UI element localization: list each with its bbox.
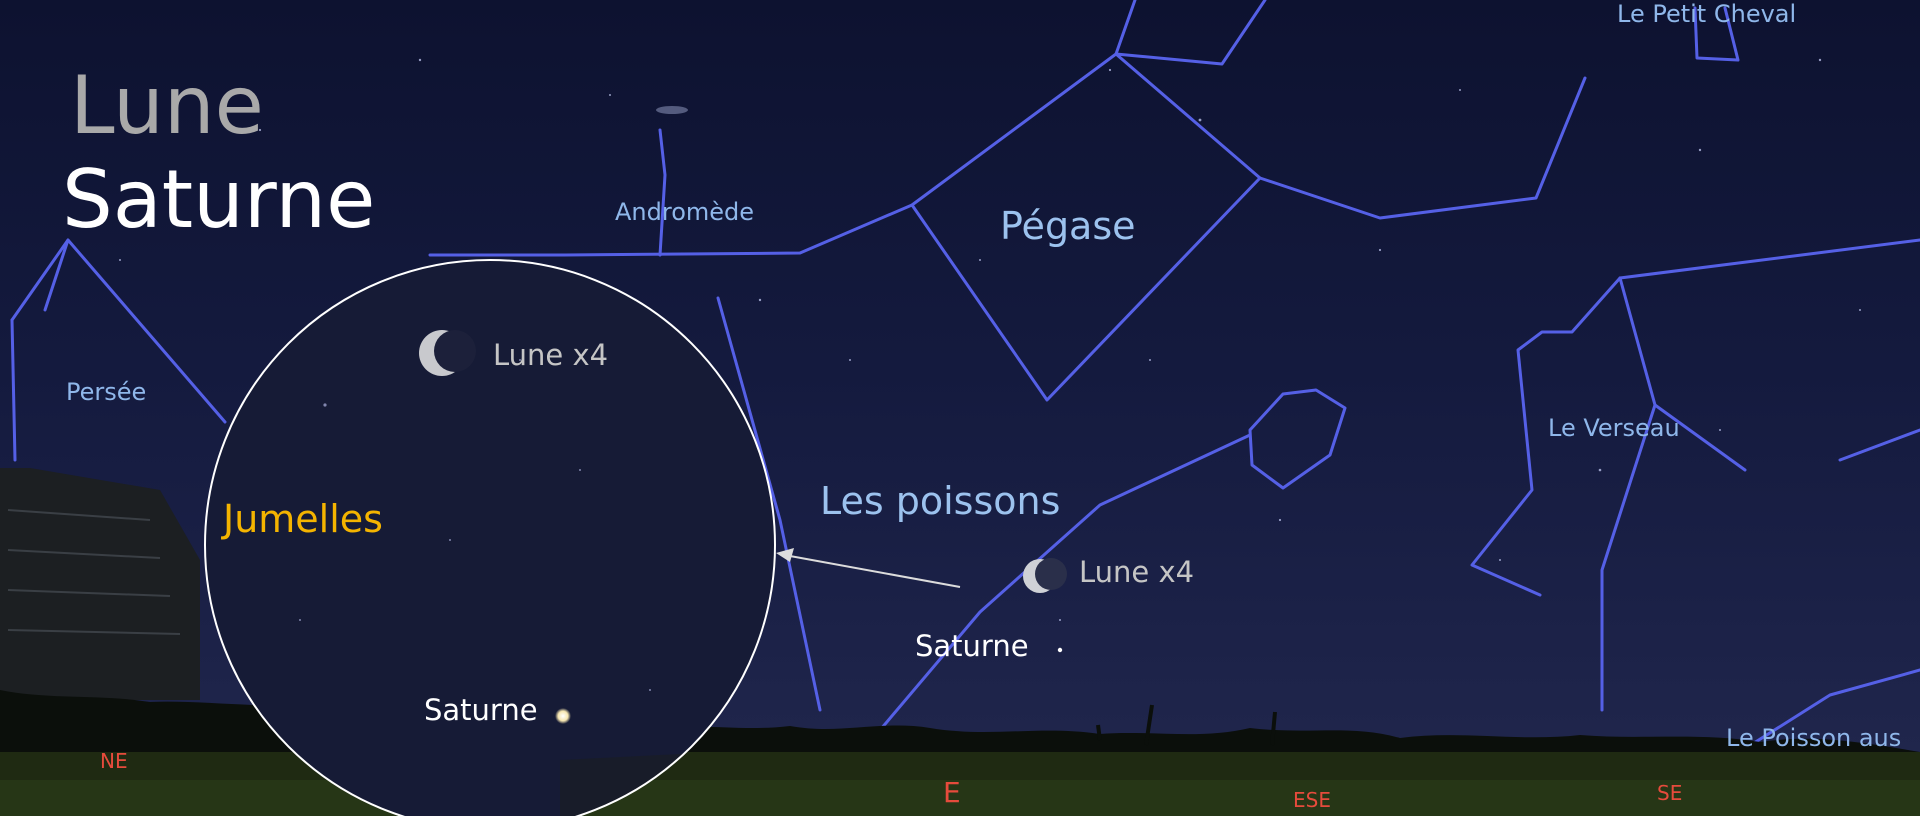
constellation-equuleus-label: Le Petit Cheval xyxy=(1617,0,1797,28)
saturn-label: Saturne xyxy=(915,629,1029,663)
constellation-perseus-label: Persée xyxy=(66,378,147,406)
constellation-andromeda-label: Andromède xyxy=(615,198,755,226)
moon-label: Lune x4 xyxy=(1079,555,1195,589)
binocular-saturn-label: Saturne xyxy=(424,693,538,727)
cardinal-ne-label: NE xyxy=(100,749,128,773)
constellation-aquarius-label: Le Verseau xyxy=(1548,414,1680,442)
cardinal-se-label: SE xyxy=(1657,781,1683,805)
cardinal-ese-label: ESE xyxy=(1293,788,1331,812)
saturn-dot-icon xyxy=(1057,647,1063,653)
cardinal-e-label: E xyxy=(943,776,961,809)
constellation-pegasus-label: Pégase xyxy=(1000,204,1136,248)
constellation-pisces-label: Les poissons xyxy=(820,479,1061,523)
binoculars-label: Jumelles xyxy=(223,497,383,541)
title-saturn: Saturne xyxy=(62,153,376,246)
pointer-arrow xyxy=(776,548,961,588)
binocular-view-circle xyxy=(204,259,776,816)
horizon-silhouette xyxy=(0,468,1920,816)
moon-icon xyxy=(1023,558,1067,593)
binocular-moon-label: Lune x4 xyxy=(493,338,609,372)
constellation-piscis-austrinus-label: Le Poisson aus xyxy=(1726,724,1902,752)
binocular-saturn-icon xyxy=(555,708,571,724)
binocular-moon-icon xyxy=(419,330,476,376)
andromeda-galaxy-icon xyxy=(656,106,688,114)
title-moon: Lune xyxy=(70,59,264,152)
constellation-lines xyxy=(10,0,1920,757)
